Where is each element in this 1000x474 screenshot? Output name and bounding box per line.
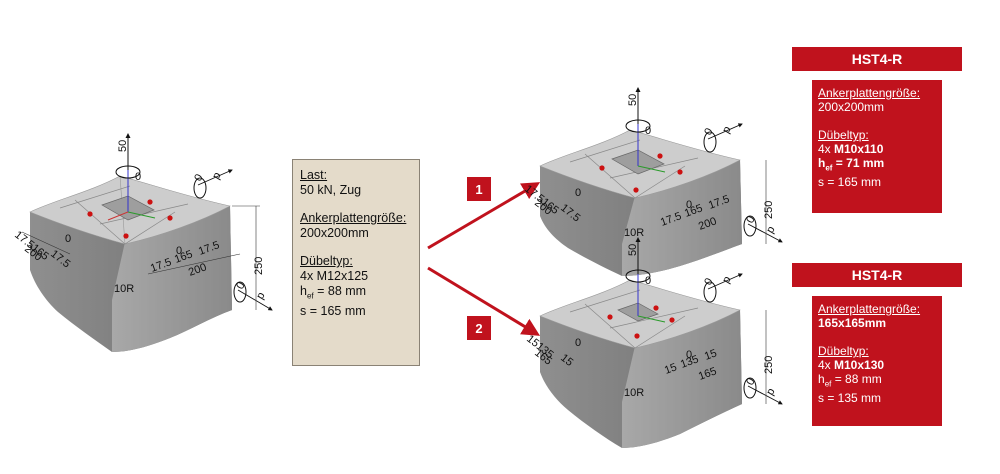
hef-line: hef = 88 mm [818,372,936,391]
last-value: 50 kN, Zug [300,183,362,197]
block-body [29,150,232,352]
load-zero: 0 [135,171,141,183]
option-1-details: Ankerplattengröße: 200x200mm Dübeltyp: 4… [812,80,942,213]
left-zero: 0 [65,233,71,245]
anchor-value: M10x110 [834,142,884,156]
radius-label: 10R [624,227,644,239]
plate-label: Ankerplattengröße: [818,302,921,316]
hef-value: = 88 mm [831,372,882,386]
s-value: s = 165 mm [818,175,882,190]
anchor-value: M10x130 [834,358,885,372]
right-dim-d: 200 [697,215,718,233]
load-value: 50 [627,244,639,256]
plate-label: Ankerplattengröße: [818,86,921,100]
right-dim-c: 15 [703,347,719,362]
plate-value: 165x165mm [818,316,887,330]
moment-indicator-top: 0 p [702,123,743,153]
plate-value: 200x200mm [300,226,369,240]
anchor-line: 4x M10x110 [818,142,936,156]
last-label: Last: [300,168,328,182]
moment-zero-top: 0 [192,172,205,183]
load-indicator: 50 0 [115,133,141,183]
option-2-banner: HST4-R [792,263,962,287]
s-value: s = 165 mm [300,303,366,318]
right-zero: 0 [686,199,692,211]
moment-zero-right: 0 [744,214,757,225]
hef-sub: ef [825,163,833,173]
moment-indicator-right: 0 p [743,376,783,405]
concrete-block-original: 50 0 0 p 0 p 250 17.5165 17.5 200 0 0 17… [12,133,273,352]
anchor-value: 4x M12x125 [300,269,369,283]
anchor-line: 4x M10x130 [818,358,936,372]
moment-p-top: p [720,274,733,285]
moment-zero-right: 0 [744,376,757,387]
moment-indicator-top: 0 p [702,273,743,303]
height-dim: 250 [253,257,265,275]
height-dim: 250 [763,356,775,374]
radius-label: 10R [114,283,134,295]
anchor-label: Dübeltyp: [300,254,353,268]
moment-p-top: p [720,124,733,135]
option-2-badge: 2 [467,316,491,340]
hef-sub: ef [824,379,832,389]
right-dim-d: 165 [697,365,718,383]
load-value: 50 [627,94,639,106]
moment-p-right: p [764,386,777,397]
right-zero: 0 [686,349,692,361]
left-dim-b: 15 [558,352,575,369]
hef-prefix: h [300,284,307,298]
right-zero: 0 [176,245,182,257]
load-zero: 0 [645,275,651,287]
hef-sub: ef [306,291,314,301]
concrete-block-option-1: 50 0 0 p 0 p 250 17.5165 17.5 200 0 0 17… [522,87,783,276]
moment-zero-right: 0 [234,280,247,291]
right-dim-b: 135 [679,353,700,371]
moment-indicator-right: 0 p [743,214,783,243]
moment-zero-top: 0 [702,276,715,287]
load-indicator: 50 0 [625,87,651,137]
load-value: 50 [117,140,129,152]
input-parameters-box: Last: 50 kN, Zug Ankerplattengröße: 200x… [292,159,420,366]
right-dim-b: 165 [683,202,704,220]
moment-zero-top: 0 [702,126,715,137]
plate-value: 200x200mm [818,100,885,114]
load-indicator: 50 0 [625,237,651,287]
anchor-prefix: 4x [818,142,835,156]
left-zero: 0 [575,337,581,349]
option-2-details: Ankerplattengröße: 165x165mm Dübeltyp: 4… [812,296,942,426]
anchor-label: Dübeltyp: [818,128,869,142]
anchor-prefix: 4x [818,358,835,372]
option-1-badge: 1 [467,177,491,201]
option-2-arrow [427,266,541,336]
hef-prefix: h [818,156,826,170]
right-dim-a: 15 [663,361,679,376]
concrete-block-option-2: 50 0 0 p 0 p 250 15135 15 165 0 0 15 135… [524,237,783,448]
hef-prefix: h [818,372,825,386]
s-value: s = 135 mm [818,391,882,406]
hef-value: = 71 mm [832,156,885,170]
hef-line: hef = 71 mm [818,156,936,175]
right-dim-b: 165 [173,248,194,266]
anchor-label: Dübeltyp: [818,344,869,358]
hef-value: = 88 mm [313,284,367,298]
plate-label: Ankerplattengröße: [300,211,407,225]
moment-indicator-right: 0 p [233,280,273,311]
option-1-arrow [427,182,541,250]
block-body [539,104,742,276]
moment-p-top: p [210,170,223,181]
right-dim-d: 200 [187,261,208,279]
moment-p-right: p [764,224,777,235]
left-zero: 0 [575,187,581,199]
load-zero: 0 [645,125,651,137]
radius-label: 10R [624,387,644,399]
hef-line: hef = 88 mm [300,284,412,304]
option-1-banner: HST4-R [792,47,962,71]
height-dim: 250 [763,201,775,219]
moment-p-right: p [254,290,267,301]
moment-indicator-top: 0 p [192,169,233,199]
